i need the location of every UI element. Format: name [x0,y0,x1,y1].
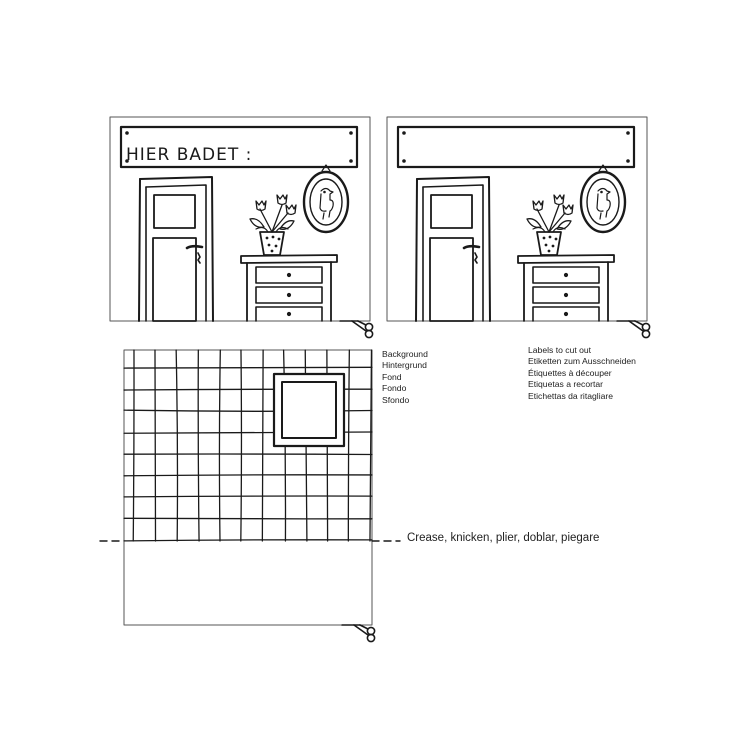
tile-line [123,517,373,520]
background-legend: Background Hintergrund Fond Fondo Sfondo [382,349,428,406]
tile-line [132,349,135,542]
legend-line: Fondo [382,383,407,394]
legend-line: Étiquettes à découper [528,367,612,378]
legend-line: Background [382,349,428,359]
tile-line [197,349,200,542]
scissors-icon [616,320,651,339]
name-sign-blank [396,125,636,169]
sign-text-1: HIER BADET : [126,145,252,165]
legend-line: Labels to cut out [528,345,592,355]
tile-grid [123,349,373,542]
tile-line [123,366,373,369]
scissors-icon [339,320,374,339]
label-card-2 [386,116,648,323]
scissors-icon [341,624,376,643]
tile-line [175,349,179,542]
crease-instruction: Crease, knicken, plier, doblar, piegare [407,532,600,544]
tile-line [261,349,264,542]
label-card-1 [109,116,371,323]
tile-line [218,349,221,542]
tile-line [154,349,157,542]
tile-line [240,349,243,542]
tile-line [369,349,373,542]
legend-line: Hintergrund [382,360,427,371]
background-panel [99,349,401,626]
legend-line: Sfondo [382,394,410,405]
tile-line [347,349,350,542]
legend-line: Etiketten zum Ausschneiden [528,356,636,367]
tile-line [123,474,373,477]
legend-line: Etichettas da ritagliare [528,390,614,401]
labels-legend: Labels to cut out Etiketten zum Ausschne… [528,345,636,402]
legend-line: Fond [382,371,402,382]
name-sign [119,125,359,169]
tile-line [123,495,373,498]
window-frame [272,372,346,448]
tile-line [123,453,373,456]
tile-line [123,539,373,542]
legend-line: Etiquetas a recortar [528,379,603,390]
